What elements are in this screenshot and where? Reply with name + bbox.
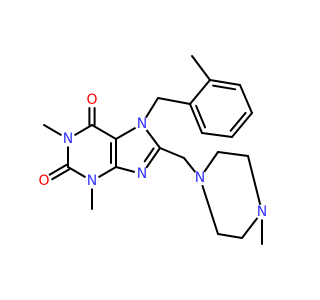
bond-n9-c4 bbox=[115, 166, 136, 173]
bond-n7-ch2a bbox=[145, 97, 159, 119]
atom-background-o6 bbox=[84, 92, 100, 108]
bond-pd-npa bbox=[201, 184, 219, 235]
atom-background-n3 bbox=[84, 173, 100, 189]
atom-background-n1 bbox=[60, 131, 76, 147]
bond-npb-pc bbox=[241, 217, 259, 239]
bond-ar6-ar1 bbox=[189, 103, 203, 134]
bond-ar5-ar6 bbox=[201, 132, 233, 138]
bond-n3-c4 bbox=[97, 166, 117, 178]
atom-label-n7: N bbox=[137, 116, 147, 132]
bond-pc-pd bbox=[217, 233, 243, 239]
atom-label-n9: N bbox=[137, 166, 147, 182]
bond-ar3-ar4 bbox=[239, 84, 253, 114]
atom-label-o2: O bbox=[38, 173, 49, 189]
bond-c8-n9-second bbox=[143, 147, 155, 163]
bond-c5-n7 bbox=[115, 127, 137, 140]
atom-label-o6: O bbox=[86, 92, 97, 108]
atom-background-npb bbox=[254, 204, 270, 220]
bond-c8-ch2b bbox=[159, 147, 185, 159]
bond-ar2-me2 bbox=[191, 55, 211, 81]
bond-ar4-ar5 bbox=[231, 112, 253, 138]
bond-ar1-ar2 bbox=[189, 79, 211, 105]
bond-n1-me1 bbox=[43, 124, 63, 136]
bond-c5-c6 bbox=[91, 124, 117, 140]
bond-c2-o2-second bbox=[51, 168, 71, 181]
bond-ar6-ar1-second bbox=[195, 104, 207, 129]
bond-ar4-ar5-second bbox=[229, 111, 247, 132]
bond-ar2-ar3-second bbox=[212, 84, 237, 91]
molecule-structure: O O N N N N N N bbox=[36, 55, 270, 245]
bond-ar2-ar3 bbox=[209, 79, 241, 86]
bond-pb-npb bbox=[247, 155, 262, 206]
atom-label-n3: N bbox=[87, 173, 97, 189]
bond-c2-n3 bbox=[67, 166, 87, 178]
atom-background-n7 bbox=[134, 116, 150, 132]
atom-label-layer: O O N N N N N N bbox=[36, 92, 270, 220]
bond-ch2a-ar1 bbox=[157, 97, 191, 105]
bond-pa-pb bbox=[217, 151, 249, 157]
atom-label-n1: N bbox=[63, 131, 73, 147]
bond-c2-o2 bbox=[48, 163, 68, 176]
bond-c6-n1 bbox=[73, 124, 93, 136]
atom-background-n9 bbox=[134, 166, 150, 182]
bond-npa-pa bbox=[203, 151, 219, 173]
bond-ch2b-npa bbox=[183, 157, 196, 173]
atom-background-o2 bbox=[36, 173, 52, 189]
bond-n7-c8 bbox=[145, 129, 161, 149]
atom-label-npa: N bbox=[195, 170, 205, 186]
bond-c8-n9 bbox=[145, 147, 161, 169]
bond-layer bbox=[43, 55, 263, 245]
atom-label-npb: N bbox=[257, 204, 267, 220]
atom-background-npa bbox=[192, 170, 208, 186]
